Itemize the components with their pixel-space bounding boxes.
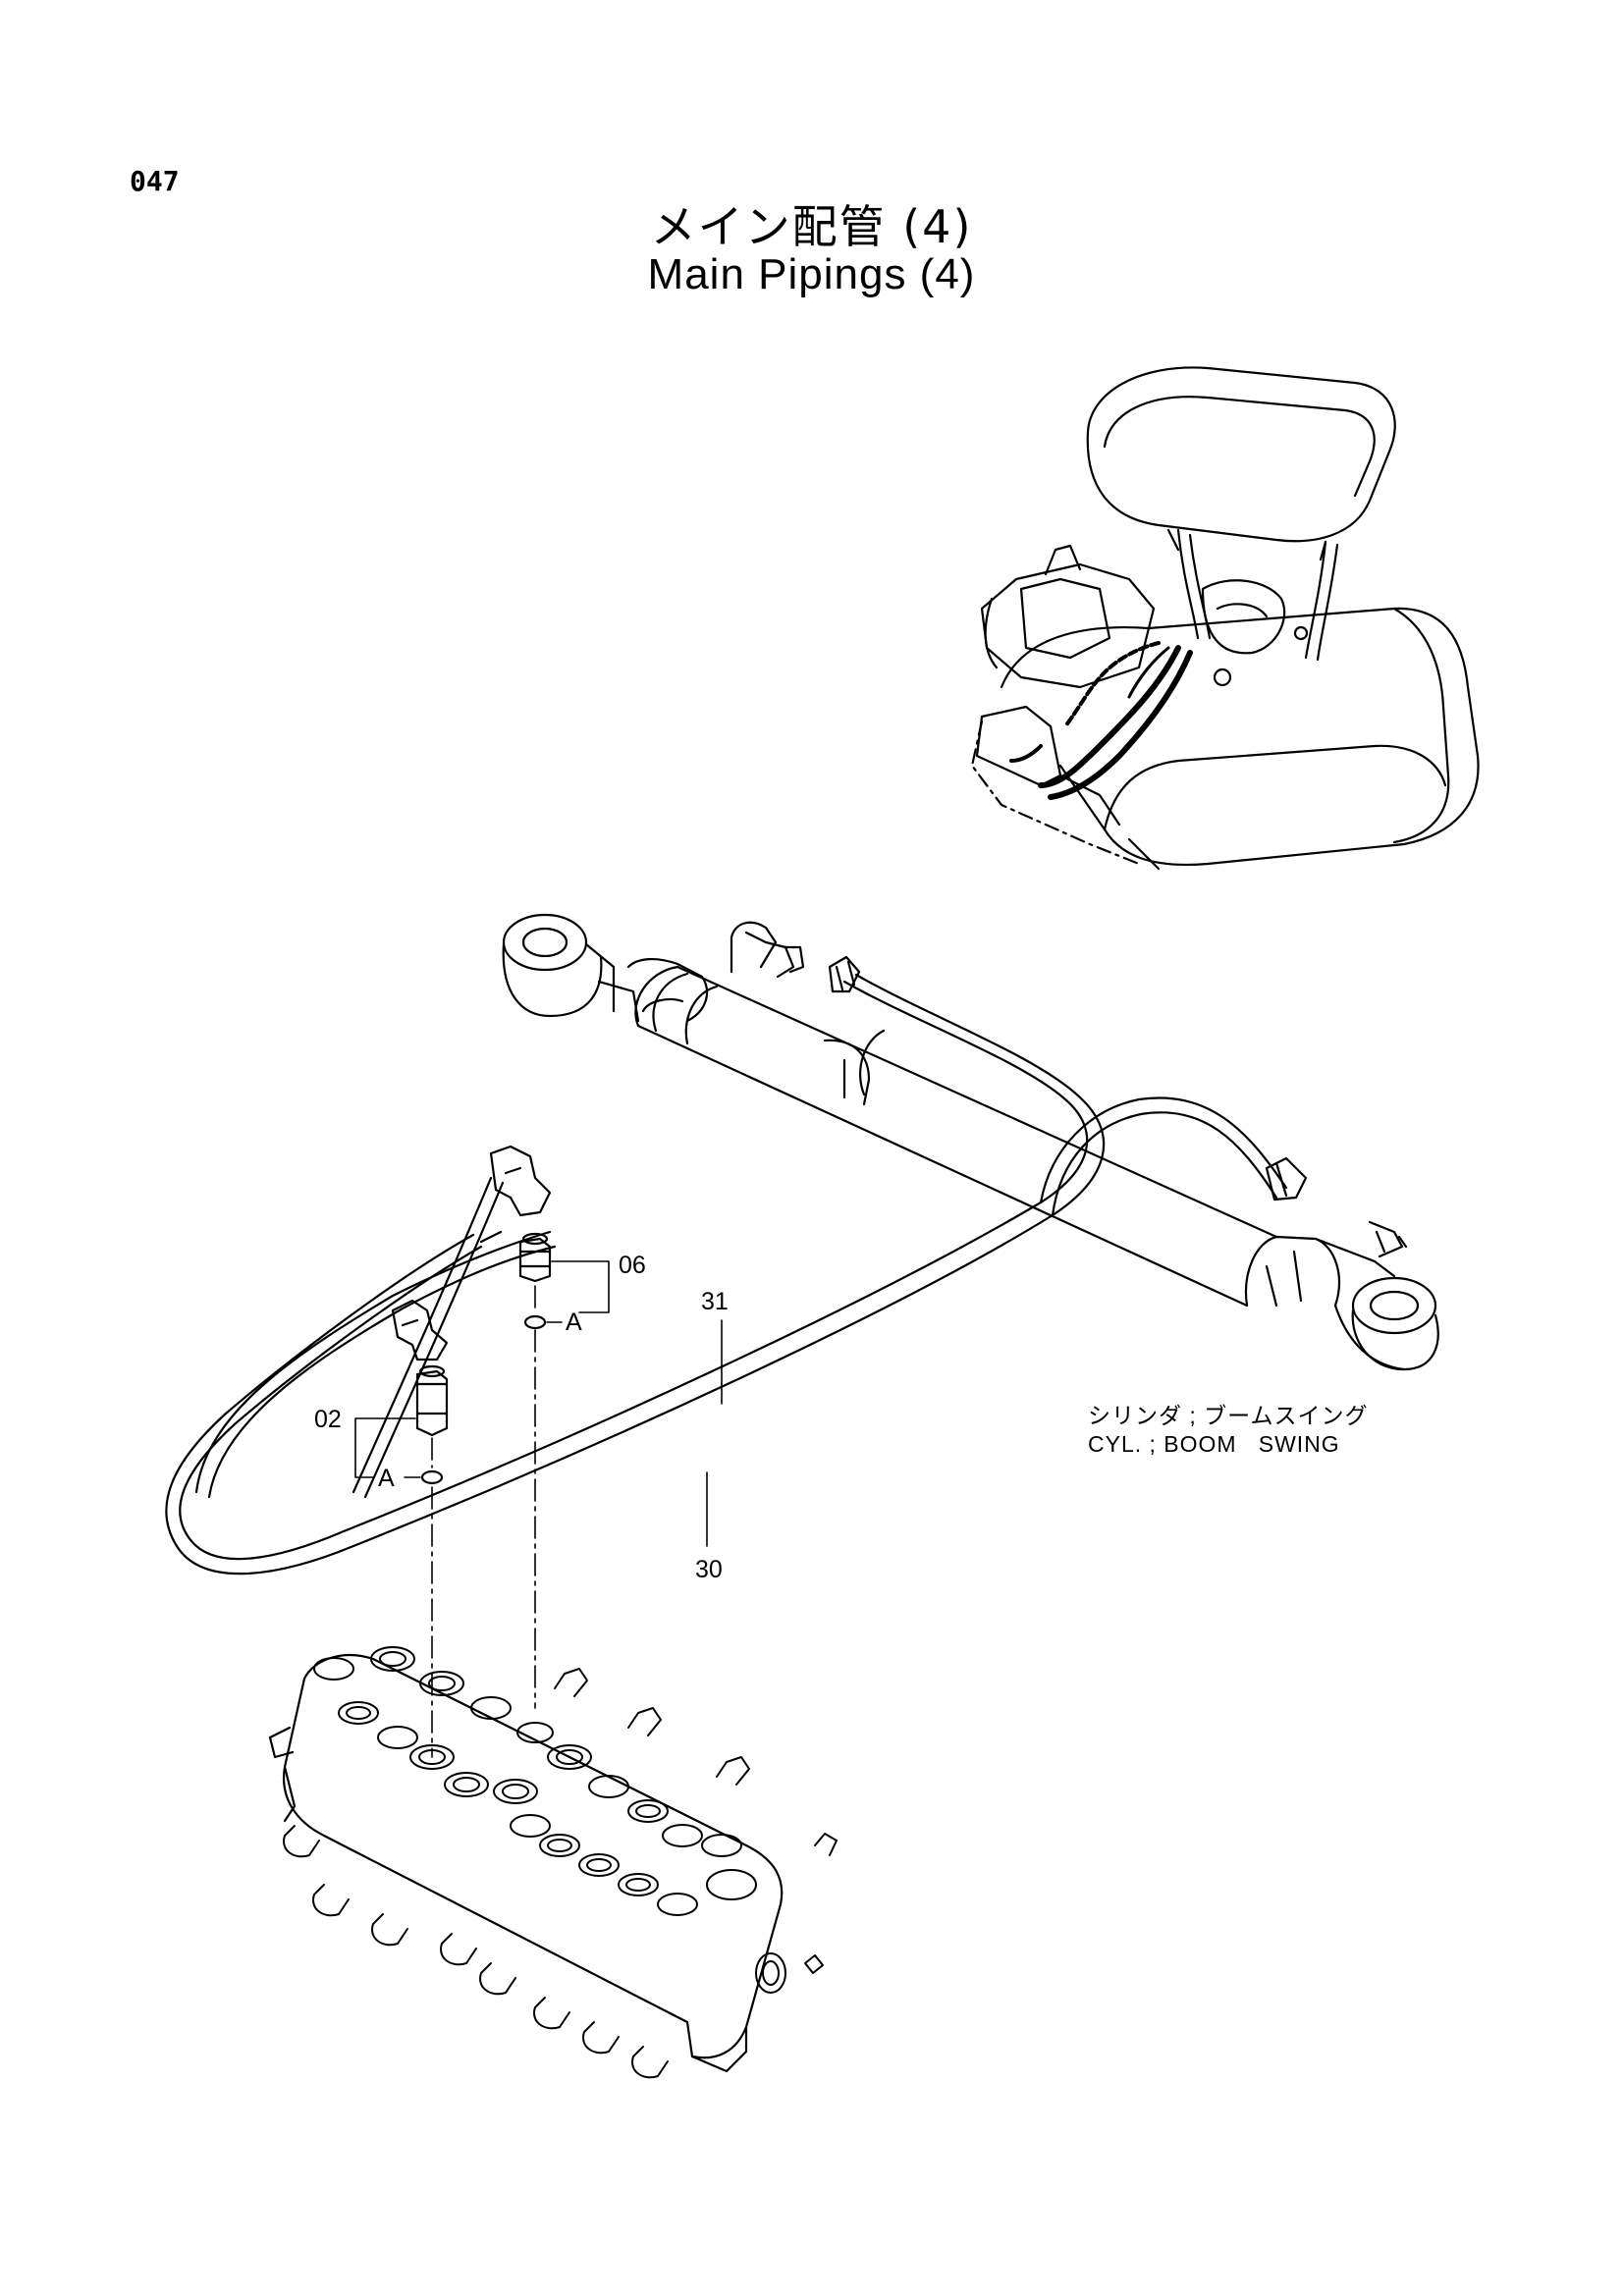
callout-06: 06 [619, 1252, 646, 1279]
page-number: 047 [130, 165, 180, 197]
page-title-english: Main Pipings (4) [647, 250, 976, 298]
cylinder-label-japanese: シリンダ ; ブームスイング [1088, 1403, 1369, 1428]
excavator-overview-illustration [970, 366, 1480, 871]
callout-02: 02 [314, 1406, 342, 1433]
boom-swing-cylinder [502, 913, 1439, 1371]
hose-30-31 [165, 955, 1308, 1575]
o-ring-lower [420, 1469, 444, 1485]
leader-lines [354, 1260, 723, 1758]
control-valve [268, 1646, 838, 2079]
callout-30: 30 [695, 1556, 723, 1583]
callout-31: 31 [701, 1288, 729, 1315]
adapter-06 [518, 1232, 552, 1283]
cylinder-label-english: CYL. ; BOOM SWING [1088, 1431, 1340, 1457]
callout-a-upper: A [566, 1308, 582, 1336]
page-title-japanese: メイン配管 (4) [650, 200, 973, 253]
callout-a-lower: A [378, 1465, 395, 1492]
adapter-02 [415, 1364, 449, 1437]
o-ring-upper [523, 1314, 547, 1330]
